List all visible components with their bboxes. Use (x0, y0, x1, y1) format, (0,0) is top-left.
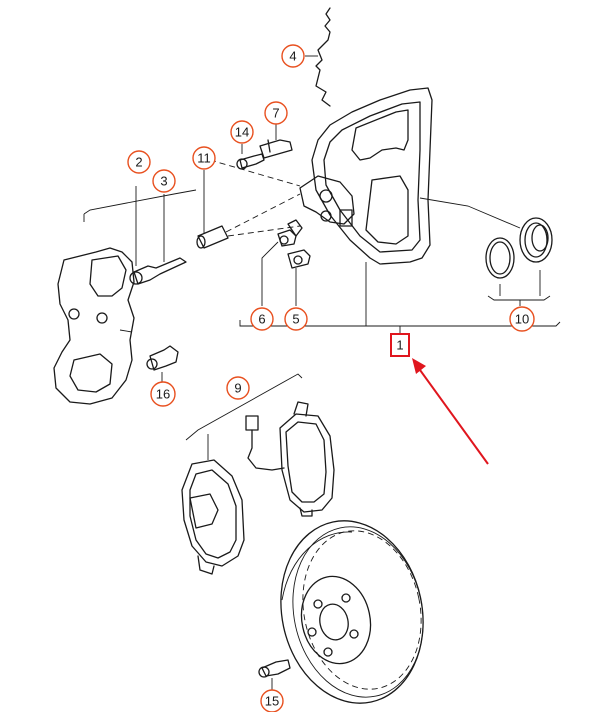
svg-text:3: 3 (160, 174, 167, 189)
part-3-guide-pin (129, 257, 187, 285)
splash-shield (299, 87, 521, 322)
callout-1-highlight: 1 (390, 333, 410, 357)
callout-3: 3 (152, 169, 176, 193)
part-9-inner-pad (181, 459, 245, 575)
svg-text:6: 6 (258, 312, 265, 327)
callout-11: 11 (192, 146, 216, 170)
svg-text:10: 10 (515, 312, 529, 327)
callout-15: 15 (260, 689, 284, 712)
svg-text:16: 16 (156, 387, 170, 402)
svg-text:1: 1 (396, 338, 403, 353)
svg-text:4: 4 (289, 49, 296, 64)
part-9-outer-pad (279, 401, 335, 517)
svg-text:15: 15 (265, 694, 279, 709)
part-15-disc-screw (258, 659, 291, 678)
part-14-bolt (236, 153, 265, 170)
part-4-retaining-spring (305, 7, 331, 107)
brake-disc (280, 520, 424, 704)
callout-2: 2 (127, 150, 151, 174)
part-16-carrier-bolt (146, 345, 179, 371)
wear-sensor-wire (245, 415, 285, 471)
part-6-sensor-plug (277, 229, 297, 247)
svg-text:7: 7 (272, 106, 279, 121)
callout-14: 14 (230, 120, 254, 144)
callout-4: 4 (281, 44, 305, 68)
svg-text:2: 2 (135, 155, 142, 170)
callout-10: 10 (509, 306, 535, 332)
callout-5: 5 (284, 307, 308, 331)
highlight-arrow (412, 358, 489, 465)
callout-9: 9 (226, 376, 250, 400)
part-7-sensor-clip (259, 139, 293, 159)
sensor-bracket (287, 219, 303, 237)
svg-text:5: 5 (292, 312, 299, 327)
svg-text:11: 11 (197, 151, 211, 166)
caliper-carrier (53, 247, 135, 405)
callout-16: 16 (150, 381, 176, 407)
svg-text:14: 14 (235, 125, 249, 140)
part-10-piston-seals (485, 217, 553, 279)
part-5-sensor-connector (287, 249, 311, 269)
callout-6: 6 (250, 307, 274, 331)
callout-7: 7 (264, 101, 288, 125)
part-11-guide-bushing (196, 225, 229, 249)
svg-text:9: 9 (234, 381, 241, 396)
